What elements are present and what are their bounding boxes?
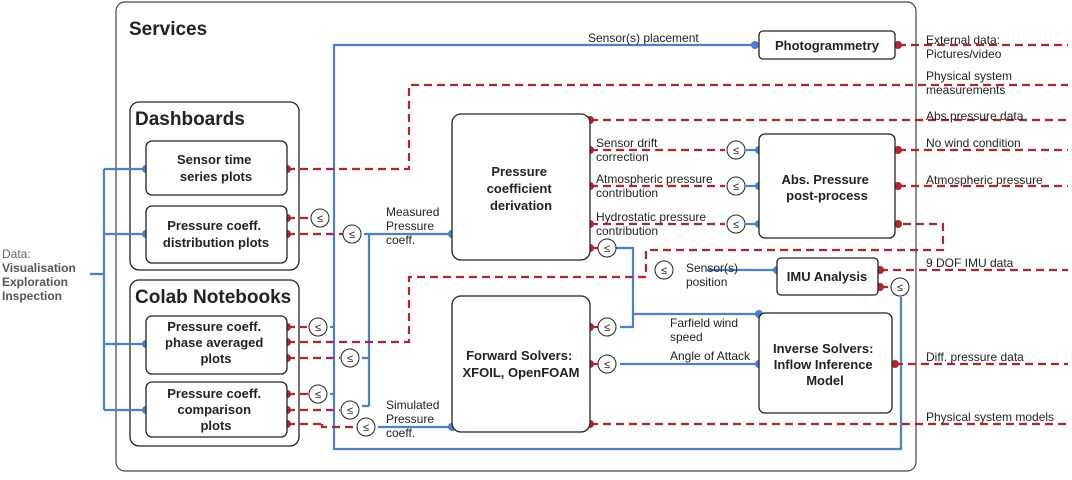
le-symbol: ≤: [597, 238, 617, 258]
svg-text:≤: ≤: [604, 322, 610, 334]
phase-averaged-box: [145, 315, 288, 375]
svg-text:≤: ≤: [733, 145, 739, 157]
le-symbol: ≤: [890, 277, 910, 297]
external-labels: External data: Pictures/video Physical s…: [926, 33, 1054, 424]
le-symbol: ≤: [342, 224, 362, 244]
inverse-out-dot: [891, 360, 899, 368]
svg-text:≤: ≤: [315, 389, 321, 401]
imu-data-label: 9 DOF IMU data: [926, 256, 1014, 270]
sensor-position-label: Sensor(s) position: [686, 261, 741, 289]
imu-analysis-label: IMU Analysis: [787, 269, 867, 284]
simulated-pressure-label: Simulated Pressure coeff.: [386, 398, 443, 440]
comparison-box: [145, 381, 288, 438]
no-wind-label: No wind condition: [926, 136, 1021, 150]
photogrammetry-box: [758, 30, 896, 60]
svg-text:≤: ≤: [733, 219, 739, 231]
svg-text:≤: ≤: [897, 282, 903, 294]
pcd-box: [451, 113, 591, 261]
data-label: Data:: [2, 247, 31, 261]
abs-out-dot-3: [894, 220, 902, 228]
farfield-wind-line: [620, 312, 759, 329]
farfield-wind-label: Farfield wind speed: [670, 316, 741, 344]
le-symbol: ≤: [654, 260, 674, 280]
angle-of-attack-label: Angle of Attack: [670, 349, 751, 363]
inverse-solvers-box: [758, 312, 893, 414]
pcd-label: Pressure coefficient derivation: [487, 164, 556, 213]
le-symbol: ≤: [726, 214, 746, 234]
sensor-placement-label: Sensor(s) placement: [588, 31, 699, 45]
sensor-placement-line: [332, 43, 755, 427]
photogrammetry-out-dot: [894, 41, 902, 49]
data-item-visualisation: Visualisation: [2, 261, 76, 275]
svg-text:≤: ≤: [347, 353, 353, 365]
svg-text:≤: ≤: [349, 229, 355, 241]
data-bracket-line: [90, 167, 146, 412]
svg-text:≤: ≤: [604, 243, 610, 255]
svg-text:≤: ≤: [347, 405, 353, 417]
dashboards-title: Dashboards: [135, 109, 245, 130]
svg-text:≤: ≤: [315, 322, 321, 334]
comparison-label: Pressure coeff. comparison plots: [167, 386, 265, 433]
forward-solvers-label: Forward Solvers: XFOIL, OpenFOAM: [463, 348, 580, 380]
svg-text:≤: ≤: [604, 359, 610, 371]
atmospheric-pressure-label: Atmospheric pressure: [926, 173, 1043, 187]
imu-return-loop: [332, 297, 903, 451]
data-side-labels: Data: Visualisation Exploration Inspecti…: [2, 247, 76, 303]
pressure-distribution-box: [145, 205, 288, 264]
hydrostatic-contribution-label: Hydrostatic pressure contribution: [596, 210, 709, 238]
photogrammetry-label: Photogrammetry: [775, 38, 880, 53]
le-symbol: ≤: [308, 384, 328, 404]
pcd-to-solvers-line: [616, 246, 635, 314]
service-boxes: Sensor time series plots Pressure coeff.…: [145, 30, 896, 438]
sensor-time-box: [145, 140, 288, 196]
data-item-inspection: Inspection: [2, 289, 62, 303]
abs-pressure-label: Abs. Pressure post-process: [781, 172, 872, 203]
svg-text:≤: ≤: [317, 213, 323, 225]
colab-notebooks-title: Colab Notebooks: [135, 287, 291, 308]
atmospheric-contribution-label: Atmospheric pressure contribution: [596, 172, 716, 200]
link-labels: Sensor(s) placement Measured Pressure co…: [386, 31, 751, 440]
abs-out-dot-2: [894, 182, 902, 190]
sensor-time-label: Sensor time series plots: [177, 152, 255, 184]
services-title: Services: [129, 19, 207, 40]
inverse-solvers-label: Inverse Solvers: Inflow Inference Model: [773, 341, 877, 388]
le-symbol: ≤: [340, 348, 360, 368]
pressure-distribution-label: Pressure coeff. distribution plots: [163, 218, 269, 250]
diff-pressure-label: Diff. pressure data: [926, 350, 1024, 364]
svg-text:≤: ≤: [733, 181, 739, 193]
physical-measurements-line: [287, 83, 1068, 171]
le-symbol: ≤: [310, 208, 330, 228]
phase-avg-red-2-imu-line: [287, 222, 945, 344]
measured-pressure-label: Measured Pressure coeff.: [386, 205, 443, 247]
le-symbol: ≤: [597, 317, 617, 337]
abs-pressure-box: [758, 133, 896, 239]
le-symbol: ≤: [340, 400, 360, 420]
le-symbol: ≤: [726, 140, 746, 160]
abs-out-dot-1: [894, 146, 902, 154]
le-symbol: ≤: [308, 317, 328, 337]
physical-measurements-label: Physical system measurements: [926, 69, 1015, 97]
le-symbols: ≤ ≤ ≤ ≤ ≤ ≤ ≤ ≤ ≤ ≤ ≤ ≤ ≤ ≤ ≤: [308, 140, 910, 437]
phase-averaged-label: Pressure coeff. phase averaged plots: [165, 319, 267, 366]
sensor-drift-label: Sensor drift correction: [596, 136, 661, 164]
measured-stubs: [362, 356, 369, 408]
physical-models-label: Physical system models: [926, 410, 1054, 424]
forward-solvers-box: [451, 295, 591, 433]
le-symbol: ≤: [356, 417, 376, 437]
photogrammetry-in-dot: [751, 41, 759, 49]
external-data-label: External data: Pictures/video: [926, 33, 1003, 61]
data-item-exploration: Exploration: [2, 275, 68, 289]
abs-pressure-data-label: Abs.pressure data: [926, 109, 1024, 123]
svg-text:≤: ≤: [363, 422, 369, 434]
le-symbol: ≤: [597, 354, 617, 374]
imu-analysis-box: [776, 257, 879, 296]
le-symbol: ≤: [726, 176, 746, 196]
comparison-red-3: [287, 422, 354, 429]
svg-text:≤: ≤: [661, 265, 667, 277]
